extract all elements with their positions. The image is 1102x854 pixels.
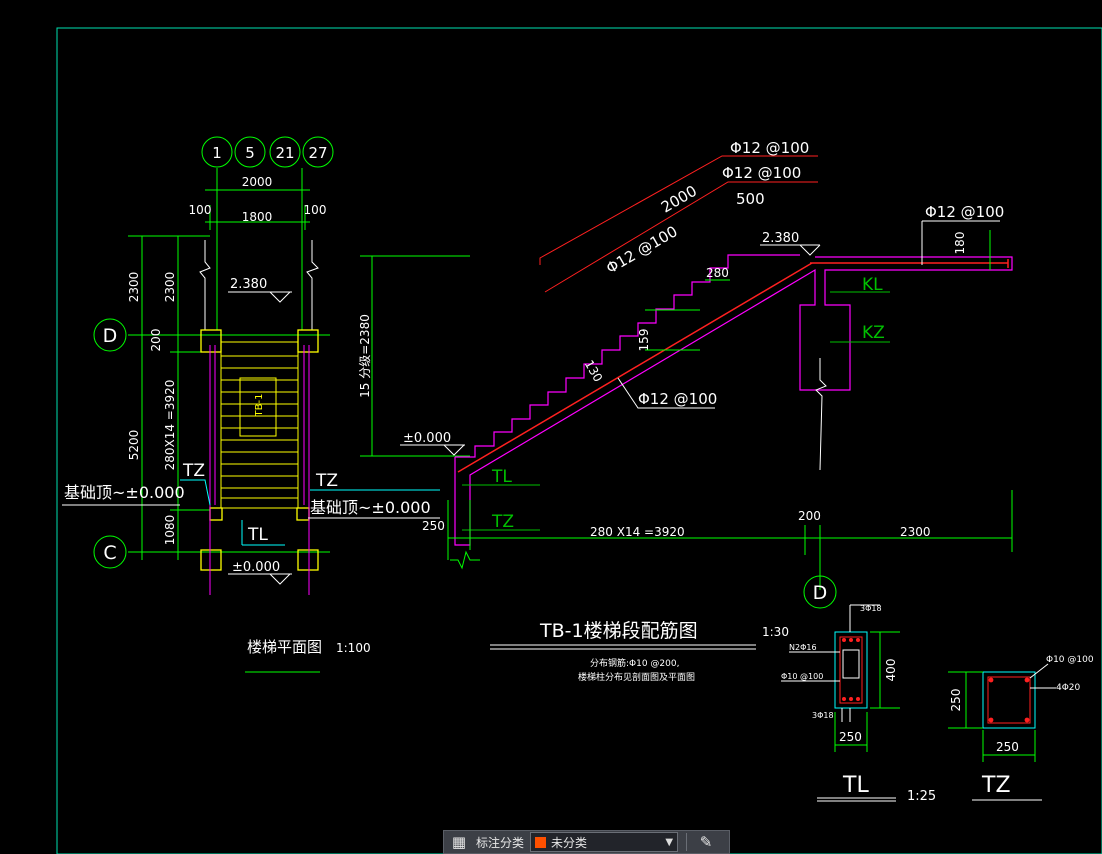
kz-label: KZ [862,323,885,343]
axis-21-label: 21 [275,144,294,162]
rebar-lower: Φ12 @100 [638,390,717,408]
len-500: 500 [736,190,765,208]
plan-base-right: 基础顶~±0.000 [310,498,431,517]
tz-width: 250 [996,740,1019,754]
stair-section-view: 15 分级=2380 Φ12 @100 Φ12 @100 2000 500 Φ1… [358,139,1013,609]
category-select[interactable]: 未分类 ▼ [530,832,679,852]
note-line-2: 楼梯柱分布见剖面图及平面图 [578,671,695,683]
tread-280: 280 [706,266,729,280]
tl-side-bar: N2Φ16 [789,643,817,652]
category-selected-value: 未分类 [551,835,588,850]
chevron-down-icon: ▼ [665,836,674,848]
plan-dim-1800: 1800 [242,210,273,224]
note-line-1: 分布钢筋:Φ10 @200, [590,657,679,669]
plan-tb1-tag: TB-1 [254,394,265,418]
tz-height: 250 [949,689,963,712]
edit-icon[interactable]: ✎ [699,833,713,851]
plan-title: 楼梯平面图 [247,638,322,656]
plan-dim-2300-outer: 2300 [127,272,141,303]
section-level-top: 2.380 [762,231,799,246]
plan-base-left: 基础顶~±0.000 [64,483,185,502]
section-scale: 1:30 [762,625,789,639]
section-dim-250: 250 [422,519,445,533]
section-dim-2300: 2300 [900,525,931,539]
plan-dim-200: 200 [149,329,163,352]
plan-level-bottom: ±0.000 [232,560,280,575]
section-tz-label: TZ [491,512,514,532]
section-dim-run: 280 X14 =3920 [590,525,685,539]
section-title: TB-1楼梯段配筋图 [539,620,698,642]
section-level-bottom: ±0.000 [403,431,451,446]
section-dim-200: 200 [798,509,821,523]
plan-dim-100-right: 100 [304,203,327,217]
rebar-top-1: Φ12 @100 [730,139,809,157]
axis-c-label: C [103,542,116,564]
section-tl-label: TL [491,467,512,487]
grid-icon[interactable]: ▦ [451,833,467,851]
tl-stirrup: Φ10 @100 [781,672,823,681]
section-height-label: 15 分级=2380 [358,314,372,398]
plan-scale: 1:100 [336,641,371,655]
kl-label: KL [862,275,883,295]
tz-detail-label: TZ [981,773,1011,798]
plan-tz-right: TZ [315,471,338,491]
tl-detail-label: TL [842,773,869,798]
plan-level-top: 2.380 [230,277,267,292]
section-title-block: TB-1楼梯段配筋图 1:30 分布钢筋:Φ10 @200, 楼梯柱分布见剖面图… [490,620,789,683]
axis-5-label: 5 [245,144,255,162]
tl-detail-scale: 1:25 [907,789,936,804]
tl-bottom-bar: 3Φ18 [812,711,834,720]
plan-dim-2000: 2000 [242,175,273,189]
annotation-category-toolbar: ▦ 标注分类 未分类 ▼ ✎ [443,830,730,854]
rebar-slab: Φ12 @100 [925,203,1004,221]
axis-d-label: D [103,325,118,347]
tz-bars: 4Φ20 [1056,683,1081,693]
tz-stirrup: Φ10 @100 [1046,655,1094,665]
section-axis-d-label: D [813,582,828,604]
tl-height: 400 [884,659,898,682]
category-color-swatch [535,836,547,848]
tl-width: 250 [839,730,862,744]
toolbar-divider [686,833,688,851]
plan-dim-100-left: 100 [189,203,212,217]
plan-dim-2300-inner: 2300 [163,272,177,303]
tl-section-detail: 3Φ18 N2Φ16 Φ10 @100 3Φ18 400 250 TL 1:25 [781,604,936,804]
axis-27-label: 27 [308,144,327,162]
axis-1-label: 1 [212,144,222,162]
drawing-frame [56,27,1102,854]
tl-top-bar: 3Φ18 [860,604,882,613]
plan-dim-5200: 5200 [127,430,141,461]
riser-159: 159 [637,329,651,352]
stair-plan-view: 1 5 21 27 D C 2000 100 1800 [62,136,440,673]
plan-dim-run: 280X14 =3920 [163,380,177,471]
category-label: 标注分类 [476,835,525,850]
rebar-top-2: Φ12 @100 [722,164,801,182]
plan-dim-1080: 1080 [163,515,177,546]
slab-thickness: 180 [953,232,967,255]
plan-tl-label: TL [247,525,268,545]
plan-tz-left: TZ [182,461,205,481]
tz-section-detail: Φ10 @100 4Φ20 250 250 TZ [948,655,1094,801]
